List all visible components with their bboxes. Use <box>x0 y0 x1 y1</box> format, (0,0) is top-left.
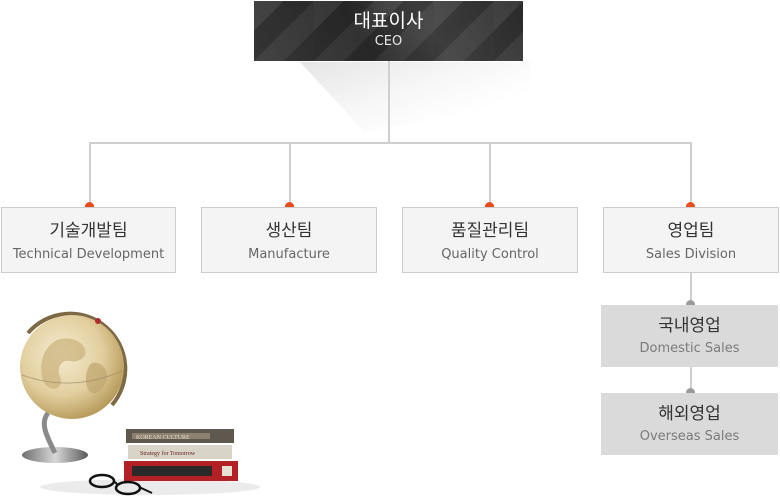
globe-meridian <box>26 311 128 407</box>
subteam-name-kr: 해외영업 <box>658 404 721 424</box>
horizontal-connector <box>89 142 692 144</box>
globe-continent <box>85 362 107 394</box>
ceo-title-kr: 대표이사 <box>353 10 424 32</box>
globe-icon <box>20 315 124 419</box>
dept-manufacture: 생산팀 Manufacture <box>201 207 377 273</box>
globe-base <box>22 447 88 463</box>
globe-arm <box>41 411 58 455</box>
book-spine-band <box>222 466 232 476</box>
dept-name-kr: 품질관리팀 <box>450 221 530 241</box>
glasses-temple <box>138 486 153 494</box>
book-title: Strategy for Tomorrow <box>140 450 196 457</box>
subteam-name-en: Domestic Sales <box>639 341 740 356</box>
dept-technical-development: 기술개발팀 Technical Development <box>1 207 176 273</box>
ceo-title-en: CEO <box>374 34 403 49</box>
globe-pin <box>95 318 101 324</box>
subteam-domestic-sales: 국내영업 Domestic Sales <box>601 305 778 367</box>
subteam-overseas-sales: 해외영업 Overseas Sales <box>601 393 778 455</box>
book <box>128 445 232 459</box>
sub-connector <box>690 273 692 305</box>
book-title: KOREAN CULTURE <box>136 435 190 441</box>
dept-name-kr: 영업팀 <box>667 221 715 241</box>
subteam-name-kr: 국내영업 <box>658 316 721 336</box>
dept-name-kr: 생산팀 <box>265 221 313 241</box>
floor-shadow <box>40 479 260 495</box>
ceo-shadow <box>300 62 530 132</box>
dept-name-kr: 기술개발팀 <box>49 221 128 241</box>
dept-sales-division: 영업팀 Sales Division <box>603 207 779 273</box>
branch-connector <box>489 142 491 206</box>
branch-connector <box>289 142 291 206</box>
branch-connector <box>89 142 91 206</box>
dept-name-en: Technical Development <box>12 247 165 262</box>
dept-quality-control: 품질관리팀 Quality Control <box>402 207 578 273</box>
node-dot <box>85 202 94 211</box>
book-spine-band <box>132 433 210 439</box>
node-dot <box>285 202 294 211</box>
branch-connector <box>690 142 692 206</box>
sub-node-dot <box>686 388 695 397</box>
globe-continent <box>41 338 86 389</box>
node-dot <box>686 202 695 211</box>
glasses-bridge <box>112 481 118 486</box>
sub-node-dot <box>686 300 695 309</box>
globe-equator <box>21 370 123 384</box>
dept-name-en: Sales Division <box>645 247 737 262</box>
decorative-globe-books-image: KOREAN CULTURE Strategy for Tomorrow <box>20 311 260 496</box>
dept-name-en: Quality Control <box>441 247 539 262</box>
subteam-name-en: Overseas Sales <box>639 429 740 444</box>
sub-connector <box>690 367 692 393</box>
ceo-connector <box>388 61 390 143</box>
book-spine-band <box>132 466 212 476</box>
node-dot <box>485 202 494 211</box>
ceo-box: 대표이사 CEO <box>254 1 523 61</box>
dept-name-en: Manufacture <box>248 247 330 262</box>
glasses-lens <box>88 473 116 489</box>
